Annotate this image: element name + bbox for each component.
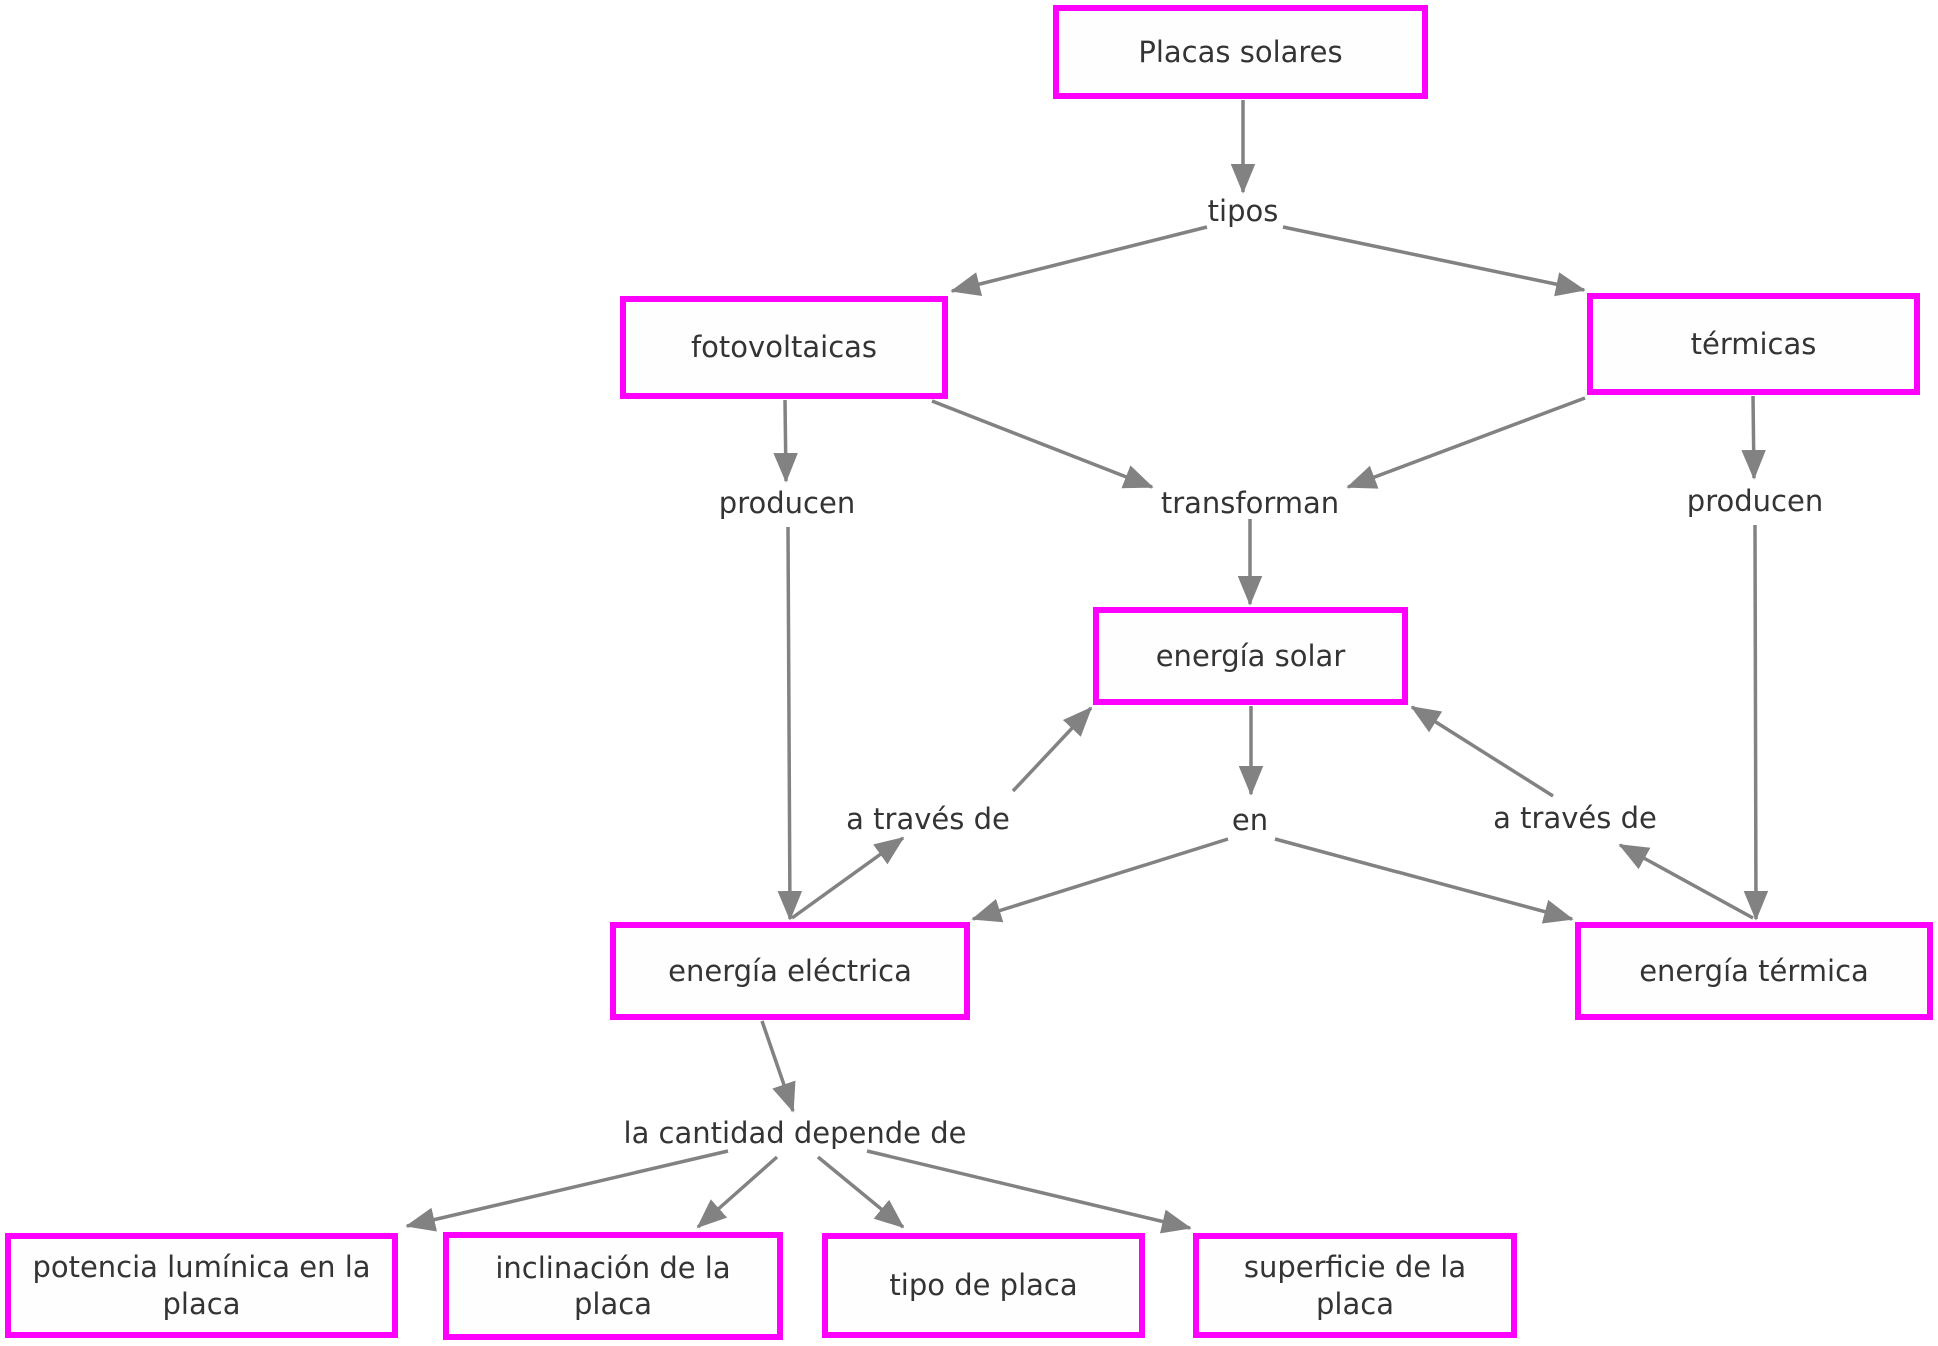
edge-fotovoltaicas-transforman	[931, 399, 1154, 489]
link-label-a-traves-de-right[interactable]: a través de	[1493, 801, 1657, 835]
edge-producen-energia-termica	[1743, 524, 1769, 921]
edge-termicas-producen	[1741, 395, 1766, 480]
edge-fotovoltaicas-producen	[773, 399, 798, 483]
link-label-la-cantidad-depende-de[interactable]: la cantidad depende de	[623, 1116, 967, 1150]
link-label-producen-left[interactable]: producen	[718, 486, 856, 520]
edge-cantidad-potencia	[405, 1149, 729, 1232]
edge-tipos-termicas	[1282, 225, 1586, 297]
edge-tipos-fotovoltaicas	[950, 225, 1208, 297]
edge-energia-electrica-cantidad	[760, 1020, 796, 1113]
link-label-tipos[interactable]: tipos	[1207, 194, 1279, 228]
edge-energia-termica-atraves	[1618, 843, 1754, 920]
edge-cantidad-superficie	[866, 1149, 1192, 1234]
node-inclinacion[interactable]: inclinación de la placa	[443, 1232, 783, 1340]
link-label-producen-right[interactable]: producen	[1686, 484, 1824, 518]
node-superficie[interactable]: superficie de la placa	[1193, 1233, 1517, 1338]
node-fotovoltaicas[interactable]: fotovoltaicas	[620, 296, 948, 399]
link-label-transforman[interactable]: transforman	[1160, 486, 1340, 520]
edge-cantidad-inclinacion	[696, 1155, 779, 1229]
node-placas-solares[interactable]: Placas solares	[1053, 5, 1428, 99]
edge-energia-electrica-atraves	[790, 836, 905, 920]
edge-en-energia-termica	[1274, 837, 1574, 924]
link-label-en[interactable]: en	[1231, 803, 1269, 837]
node-energia-electrica[interactable]: energía eléctrica	[610, 922, 970, 1020]
link-label-a-traves-de-left[interactable]: a través de	[846, 802, 1010, 836]
edge-atraves-energia-solar-left	[1011, 706, 1093, 793]
node-tipo-placa[interactable]: tipo de placa	[822, 1233, 1145, 1338]
node-energia-termica[interactable]: energía térmica	[1575, 922, 1933, 1020]
node-termicas[interactable]: térmicas	[1587, 293, 1920, 395]
edge-en-energia-electrica	[971, 837, 1229, 923]
edge-atraves-energia-solar-right	[1410, 705, 1554, 798]
node-potencia-luminica[interactable]: potencia lumínica en la placa	[5, 1233, 398, 1338]
edge-cantidad-tipo	[816, 1155, 905, 1229]
node-energia-solar[interactable]: energía solar	[1093, 607, 1408, 705]
edge-producen-energia-electrica	[777, 526, 803, 921]
edge-termicas-transforman	[1346, 396, 1586, 489]
